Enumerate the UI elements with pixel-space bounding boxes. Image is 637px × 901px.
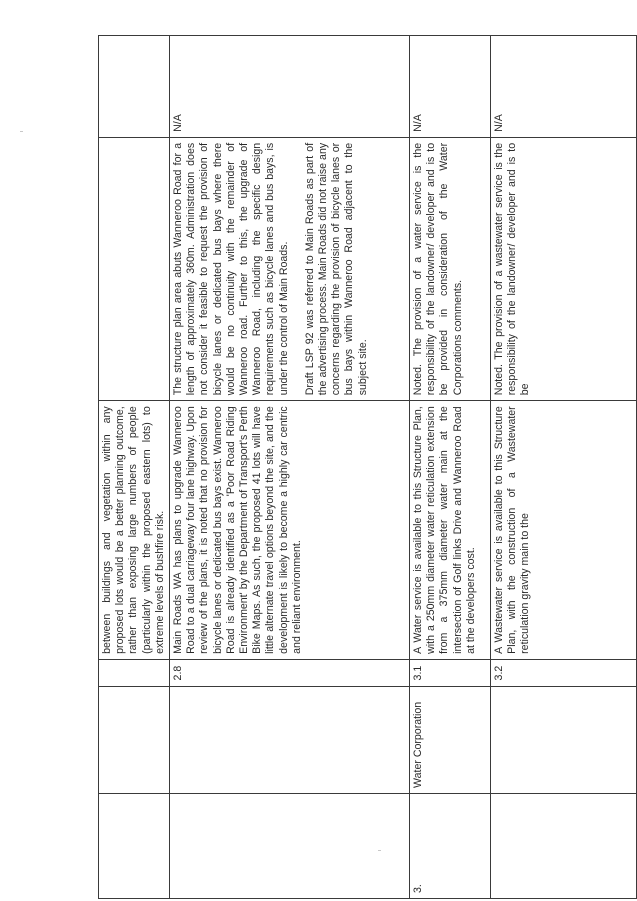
response-paragraph: Noted. The provision of a water service …: [412, 142, 464, 396]
reference-cell: 3.1: [409, 659, 491, 687]
response-paragraph: Noted. The provision of a wastewater ser…: [493, 142, 532, 396]
recommendation-cell: N/A: [490, 35, 637, 138]
submission-summary-cell: A Water service is available to this Str…: [409, 400, 491, 660]
recommendation-cell: N/A: [409, 35, 491, 138]
table-row: between buildings and vegetation within …: [98, 35, 170, 899]
submission-summary-cell: between buildings and vegetation within …: [98, 400, 170, 660]
administration-response-cell: Noted. The provision of a water service …: [409, 137, 491, 401]
reference-cell: 2.8: [169, 659, 410, 687]
table-row: 3.2 A Wastewater service is available to…: [490, 35, 637, 899]
submitter-cell: Water Corporation: [409, 686, 491, 794]
submission-number-cell: [98, 793, 170, 899]
submission-number-cell: 3.: [409, 793, 491, 899]
recommendation-cell: [98, 35, 170, 138]
submitter-cell: [490, 686, 637, 794]
reference-cell: 3.2: [490, 659, 637, 687]
table-row: 2.8 Main Roads WA has plans to upgrade W…: [169, 35, 410, 899]
administration-response-cell: The structure plan area abuts Wanneroo R…: [169, 137, 410, 401]
submitter-cell: [98, 686, 170, 794]
administration-response-cell: Noted. The provision of a wastewater ser…: [490, 137, 637, 401]
response-paragraph: The structure plan area abuts Wanneroo R…: [172, 142, 290, 396]
recommendation-cell: N/A: [169, 35, 410, 138]
submission-number-cell: [490, 793, 637, 899]
table-row: 3. Water Corporation 3.1 A Water service…: [409, 35, 491, 899]
submission-number-cell: [169, 793, 410, 899]
submission-summary-cell: Main Roads WA has plans to upgrade Wanne…: [169, 400, 410, 660]
response-paragraph: Draft LSP 92 was referred to Main Roads …: [303, 142, 369, 396]
administration-response-cell: [98, 137, 170, 401]
submitter-cell: [169, 686, 410, 794]
reference-cell: [98, 659, 170, 687]
scan-speck: [20, 131, 23, 132]
scan-speck: [378, 850, 381, 851]
submission-summary-cell: A Wastewater service is available to thi…: [490, 400, 637, 660]
submissions-table: between buildings and vegetation within …: [98, 35, 637, 899]
rotated-page-content: between buildings and vegetation within …: [98, 35, 637, 899]
